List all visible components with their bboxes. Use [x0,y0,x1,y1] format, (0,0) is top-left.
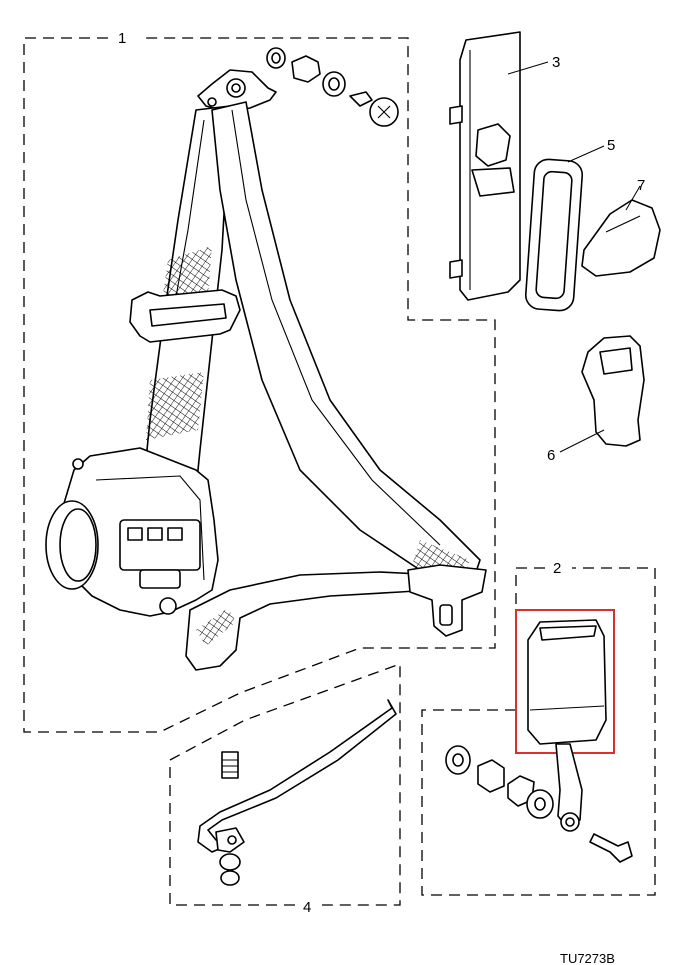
adjuster-bezel[interactable] [524,158,584,312]
callout-5: 5 [607,137,615,154]
callout-6: 6 [547,447,555,464]
callout-3: 3 [552,54,560,71]
drawing-code: TU7273B [560,951,615,965]
group-1-boundary [23,37,496,733]
group-2-boundary [421,567,656,896]
leader-7 [625,185,641,211]
adjuster-knob-cover[interactable] [581,199,661,277]
webbing-guide-cover[interactable] [581,335,645,447]
group-4-boundary [169,663,401,906]
callout-1: 1 [118,30,126,47]
seat-belt-retractor-assembly[interactable] [45,69,487,671]
callout-2: 2 [553,560,561,577]
buckle-cable-assembly[interactable] [197,699,397,886]
leader-5 [567,145,605,163]
callout-4: 4 [303,899,311,916]
upper-anchor-fixings[interactable] [266,47,399,127]
buckle-fixings[interactable] [445,745,633,863]
leader-3 [507,61,549,75]
leader-6 [559,429,605,453]
callout-7: 7 [637,177,645,194]
buckle-assembly[interactable] [515,609,615,832]
height-adjuster[interactable] [449,31,521,301]
